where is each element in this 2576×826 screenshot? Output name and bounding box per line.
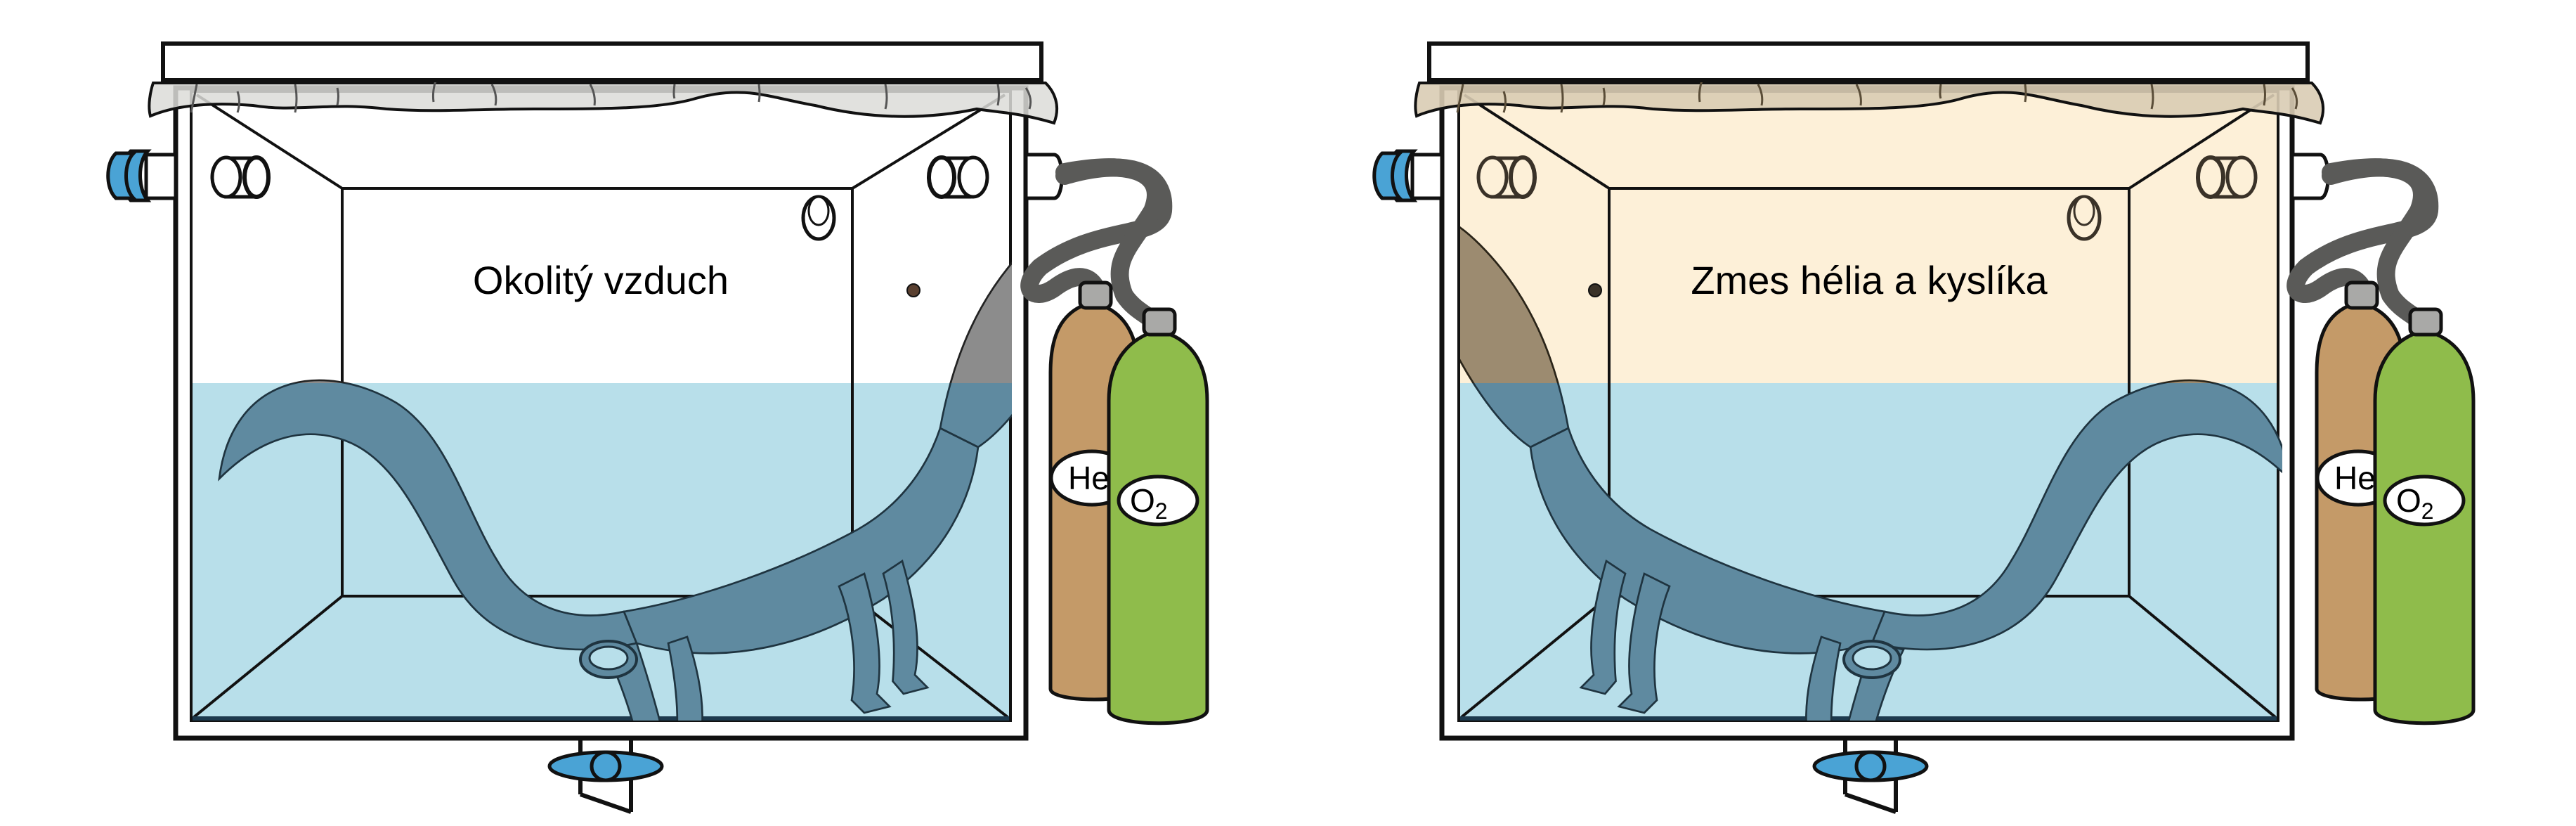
- side-port-left: [1476, 155, 1537, 199]
- panel-label-heliox: Zmes hélia a kyslíka: [1691, 258, 2048, 302]
- gas-hoses: [1020, 158, 1173, 347]
- side-port-right: [927, 155, 989, 199]
- inlet-valve: [106, 149, 178, 202]
- panel-label-ambient-air: Okolitý vzduch: [473, 258, 729, 302]
- floor-port: [1842, 640, 1901, 679]
- oxygen-label: O2: [2396, 482, 2434, 524]
- oxygen-label: O2: [1130, 482, 1168, 524]
- alligator: [1460, 213, 2282, 721]
- oxygen-cylinder: O2: [1107, 307, 1209, 725]
- drain-valve: [547, 738, 664, 814]
- helium-label: He: [1068, 460, 1110, 496]
- perspective-box: [1460, 93, 2277, 718]
- floor-port: [579, 640, 638, 679]
- drain-valve: [1812, 738, 1929, 814]
- oxygen-badge: [2383, 475, 2466, 527]
- gas-hoses: [2286, 158, 2439, 347]
- helium-label: He: [2334, 460, 2376, 496]
- mesh-folds: [190, 80, 1032, 113]
- back-wall-port: [2067, 195, 2102, 241]
- panel-heliox: He O2 Zmes hélia a kyslíka: [1372, 41, 2476, 814]
- oxygen-badge: [1117, 475, 1199, 527]
- alligator: [218, 213, 1012, 721]
- oxygen-cylinder: O2: [2373, 307, 2476, 725]
- mesh-folds: [1456, 80, 2298, 113]
- tank-lid: [161, 41, 1043, 82]
- alligator-eye: [1588, 283, 1602, 297]
- back-wall-port: [801, 195, 836, 241]
- side-port-right: [2196, 155, 2258, 199]
- alligator-eye: [906, 283, 921, 297]
- inlet-valve: [1372, 149, 1444, 202]
- side-port-left: [210, 155, 271, 199]
- tank-lid: [1427, 41, 2310, 82]
- panel-ambient-air: He O2 Okolitý vzduch: [106, 41, 1209, 814]
